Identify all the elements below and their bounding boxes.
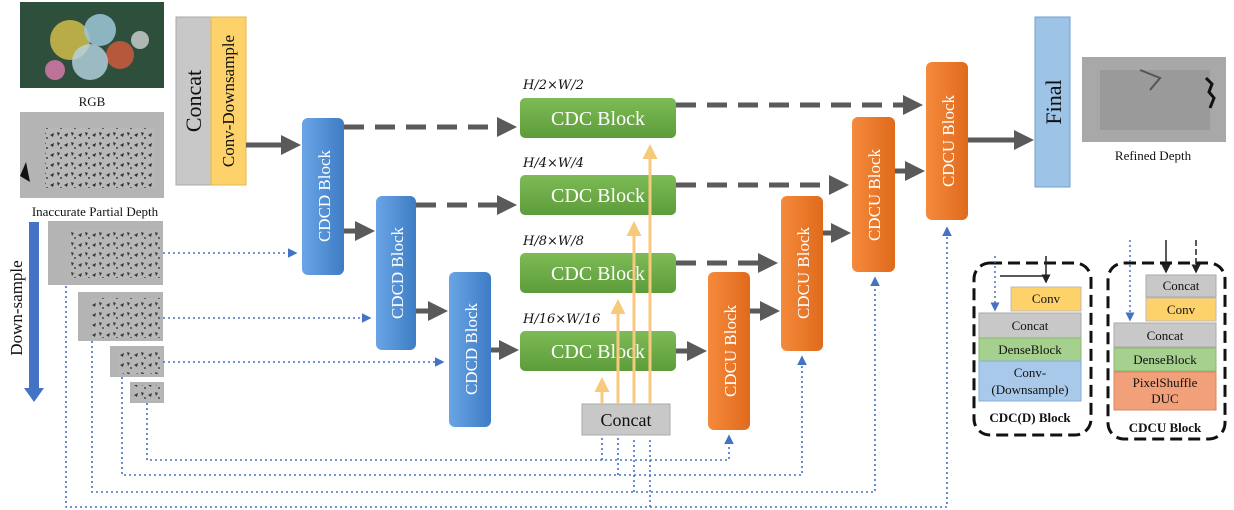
svg-text:Concat: Concat xyxy=(1163,278,1200,293)
scale-label-h8: H/8×W/8 xyxy=(522,234,584,249)
cdc-block-h2: CDC Block xyxy=(520,98,676,138)
solid-flow-arrows xyxy=(246,130,1034,361)
svg-text:Concat: Concat xyxy=(1147,328,1184,343)
cdcu-block-1: CDCU Block xyxy=(708,272,750,430)
partial-depth-image xyxy=(20,112,164,198)
depth-pyramid-level-1 xyxy=(48,221,163,285)
bottom-concat-block: Concat xyxy=(581,403,671,436)
svg-text:CDC Block: CDC Block xyxy=(551,263,645,285)
depth-label: Inaccurate Partial Depth xyxy=(32,204,159,219)
svg-text:CDCU Block: CDCU Block xyxy=(865,148,884,241)
cdcd-block-1: CDCD Block xyxy=(302,118,344,275)
dotted-guidance-lines xyxy=(65,226,952,508)
scale-label-h4: H/4×W/4 xyxy=(522,156,584,171)
svg-text:CDCU Block: CDCU Block xyxy=(1129,420,1202,435)
cdcu-block-4: CDCU Block xyxy=(926,62,968,220)
rgb-image xyxy=(20,2,164,88)
svg-text:CDCU Block: CDCU Block xyxy=(794,226,813,319)
downsample-arrow xyxy=(24,222,44,402)
cdcu-block-3: CDCU Block xyxy=(852,117,895,272)
svg-text:CDCD Block: CDCD Block xyxy=(315,149,334,242)
depth-pyramid-level-2 xyxy=(78,292,163,341)
final-block: Final xyxy=(1034,16,1071,188)
svg-text:CDCD Block: CDCD Block xyxy=(462,302,481,395)
depth-pyramid-level-4 xyxy=(130,382,164,403)
svg-text:CDCU Block: CDCU Block xyxy=(939,94,958,187)
cdc-block-h16: CDC Block xyxy=(520,331,676,371)
downsample-label: Down-sample xyxy=(7,260,26,355)
svg-text:(Downsample): (Downsample) xyxy=(991,382,1068,397)
svg-text:DenseBlock: DenseBlock xyxy=(998,342,1062,357)
svg-text:Conv-: Conv- xyxy=(1014,365,1047,380)
rgb-label: RGB xyxy=(79,94,106,109)
svg-text:CDCU Block: CDCU Block xyxy=(721,304,740,397)
svg-text:CDC Block: CDC Block xyxy=(551,341,645,363)
depth-pyramid-level-3 xyxy=(110,346,164,377)
cdcd-block-2: CDCD Block xyxy=(376,196,416,350)
svg-text:Conv: Conv xyxy=(1032,291,1061,306)
scale-label-h16: H/16×W/16 xyxy=(522,312,600,327)
concat-feed-arrows xyxy=(594,144,658,404)
dashed-skip-arrows xyxy=(344,95,923,273)
refined-depth-label: Refined Depth xyxy=(1115,148,1192,163)
cdc-block-h4: CDC Block xyxy=(520,175,676,215)
svg-text:CDC Block: CDC Block xyxy=(551,185,645,207)
svg-text:DenseBlock: DenseBlock xyxy=(1133,352,1197,367)
svg-text:CDC(D) Block: CDC(D) Block xyxy=(989,410,1071,425)
svg-text:Concat: Concat xyxy=(601,410,652,430)
cdcu-block-2: CDCU Block xyxy=(781,196,823,351)
svg-text:CDCD Block: CDCD Block xyxy=(388,226,407,319)
input-concat-label: Concat xyxy=(181,70,206,132)
refined-depth-image xyxy=(1082,57,1226,142)
svg-text:CDC Block: CDC Block xyxy=(551,108,645,130)
svg-text:Conv: Conv xyxy=(1167,302,1196,317)
svg-text:Final: Final xyxy=(1041,79,1066,124)
svg-text:DUC: DUC xyxy=(1151,391,1178,406)
conv-downsample-block xyxy=(210,16,247,186)
svg-text:Concat: Concat xyxy=(1012,318,1049,333)
conv-downsample-label: Conv-Downsample xyxy=(219,35,238,167)
legend-cdcd: Conv Concat DenseBlock Conv- (Downsample… xyxy=(972,256,1093,437)
cdcd-block-3: CDCD Block xyxy=(449,272,491,427)
legend-cdcu: Concat Conv Concat DenseBlock PixelShuff… xyxy=(1106,240,1227,441)
cdc-block-h8: CDC Block xyxy=(520,253,676,293)
scale-label-h2: H/2×W/2 xyxy=(522,78,584,93)
svg-text:PixelShuffle: PixelShuffle xyxy=(1133,375,1198,390)
